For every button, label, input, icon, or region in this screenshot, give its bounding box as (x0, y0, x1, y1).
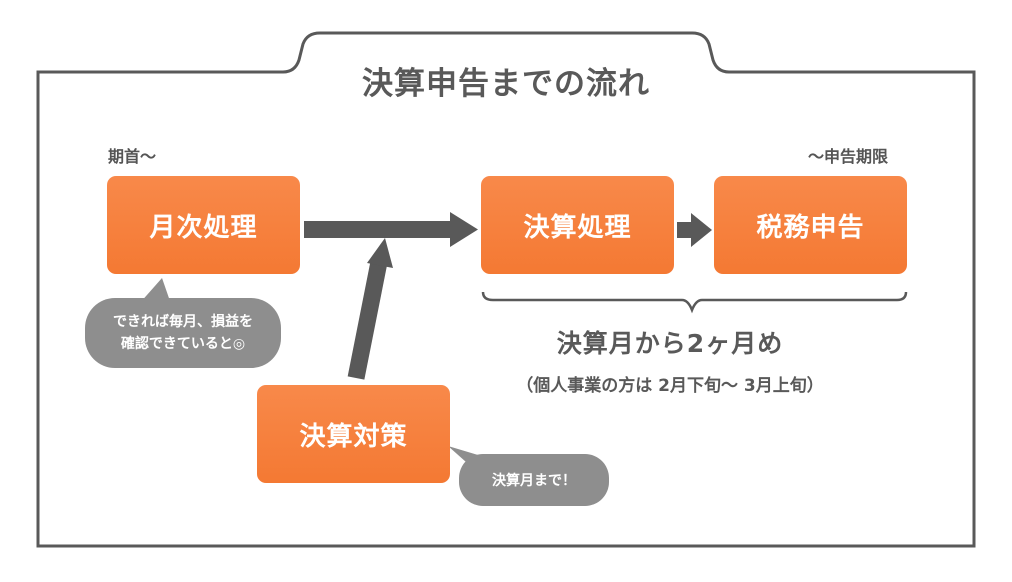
period-main-text: 決算月から2ヶ月め (556, 329, 784, 358)
label-deadline: 〜申告期限 (808, 147, 889, 166)
label-start: 期首〜 (108, 147, 157, 166)
bubble-monthly-note: できれば毎月、損益を 確認できていると◎ (85, 298, 281, 368)
bubble-measures-note: 決算月まで！ (459, 454, 609, 506)
bubble-monthly-line2: 確認できていると◎ (120, 336, 246, 352)
box-monthly: 月次処理 (107, 176, 300, 274)
diagram-title: 決算申告までの流れ (362, 66, 650, 102)
box-tax: 税務申告 (714, 176, 907, 274)
period-note-text: （個人事業の方は 2月下旬〜 3月上旬） (516, 376, 824, 396)
bubble-tail-monthly (139, 278, 171, 304)
box-settlement: 決算処理 (481, 176, 674, 274)
arrow-monthly-to-settlement (304, 212, 478, 247)
box-measures: 決算対策 (257, 385, 450, 483)
arrow-settlement-to-tax (677, 213, 712, 247)
bubble-monthly-line1: できれば毎月、損益を (113, 314, 253, 330)
period-brace (481, 291, 908, 314)
arrow-measures-to-main (347, 238, 393, 380)
